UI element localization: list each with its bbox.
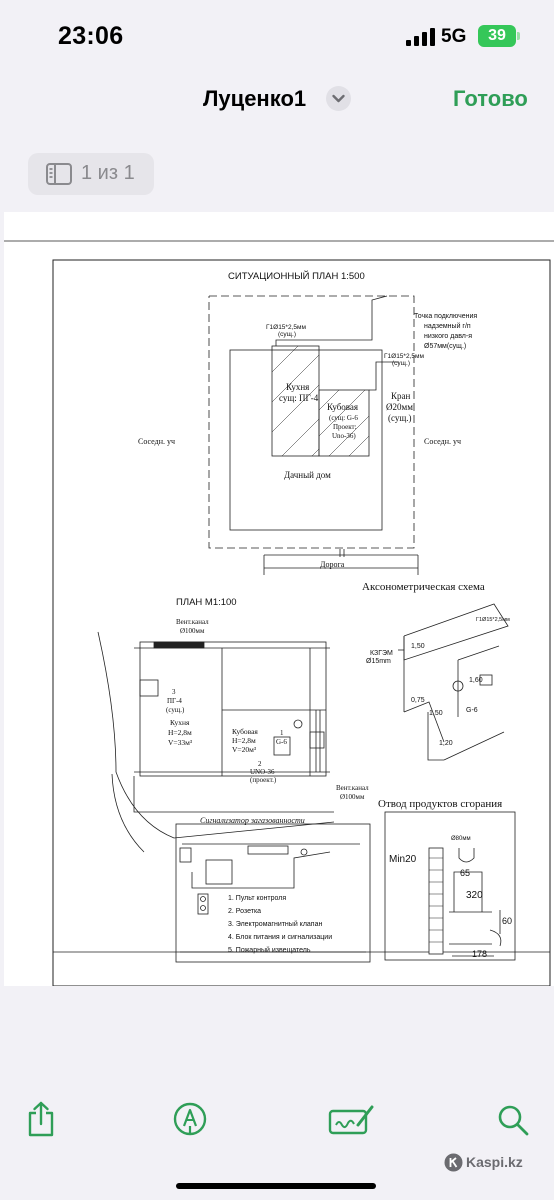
plot-boundary [208, 295, 415, 549]
markup-icon[interactable] [173, 1102, 207, 1136]
axo-pipe-label: Г1Ø15*2,5мм [476, 617, 510, 623]
boiler2-device: G-6 [276, 738, 287, 746]
document-title[interactable]: Луценко1 [203, 86, 307, 111]
status-time: 23:06 [58, 22, 124, 50]
exhaust-dim-178: 178 [472, 949, 487, 959]
kaspi-logo-icon [444, 1153, 463, 1172]
pipe-label-2b: (сущ.) [392, 360, 410, 367]
dim-160: 1,60 [469, 677, 483, 684]
exhaust-title: Отвод продуктов сгорания [378, 798, 502, 810]
battery-level: 39 [478, 25, 516, 47]
axo-g6-label: G-6 [466, 707, 478, 714]
drawing-frame [52, 259, 551, 986]
gas-alarm-title: Сигнализатор загазованности [200, 816, 305, 825]
legend-item-3: 3. Электромагнитный клапан [228, 920, 322, 928]
title-menu-button[interactable] [326, 86, 351, 111]
neighbor-left-label: Соседн. уч [138, 437, 175, 446]
dim-150b: 1,50 [429, 710, 443, 717]
house-outline [229, 349, 383, 531]
uno-sub: (проект.) [250, 776, 277, 784]
exhaust-detail [384, 811, 516, 961]
kitchen2-room: Кухня [170, 718, 190, 727]
vent-channel-2: Вент.канал [336, 784, 369, 792]
pipe-label-1b: (сущ.) [278, 331, 296, 338]
exhaust-min20: Min20 [389, 854, 417, 865]
legend-item-4: 4. Блок питания и сигнализации [228, 934, 332, 941]
legend-item-5: 5. Пожарный извещатель [228, 946, 311, 954]
uno-label: UNO-36 [250, 768, 275, 776]
boiler-sub-1: (сущ: G-6 [329, 414, 358, 422]
exhaust-d80: Ø80мм [451, 836, 471, 842]
kitchen-sub: сущ: ПГ-4 [279, 393, 319, 403]
kitchen2-sub: (сущ.) [166, 706, 185, 714]
connection-point-label: Точка подключения [414, 313, 477, 320]
axo-kzgem-label: КЗГЭМ [370, 650, 393, 657]
connection-point-label-4: Ø57мм(сущ.) [424, 343, 466, 350]
exhaust-dim-320: 320 [466, 890, 483, 901]
situational-plan-title: СИТУАЦИОННЫЙ ПЛАН 1:500 [228, 270, 365, 282]
vent-channel-1b: Ø100мм [180, 627, 205, 635]
gas-pipe-route [275, 295, 388, 346]
kitchen2-label: ПГ-4 [167, 697, 182, 705]
boiler-label: Кубовая [327, 402, 358, 412]
boiler2-device-num: 1 [280, 729, 284, 737]
legend-item-2: 2. Розетка [228, 908, 261, 915]
home-indicator[interactable] [176, 1183, 376, 1189]
battery-percent: 39 [488, 27, 506, 44]
boiler2-room: Кубовая [232, 727, 258, 736]
connection-point-label-2: надземный г/п [424, 322, 471, 330]
boiler2-volume: V=20м³ [232, 745, 257, 754]
document-page[interactable]: СИТУАЦИОННЫЙ ПЛАН 1:500 Точка подключени… [4, 212, 554, 986]
exhaust-dim-65: 65 [460, 868, 470, 878]
page-count-label: 1 из 1 [81, 162, 135, 184]
cellular-signal-icon [406, 28, 435, 46]
pipe-label-2: Г1Ø15*2,5мм [384, 353, 424, 360]
search-icon[interactable] [497, 1104, 529, 1136]
axonometric-title: Аксонометрическая схема [362, 581, 485, 593]
plan-title: ПЛАН М1:100 [176, 597, 237, 608]
dim-150a: 1,50 [411, 643, 425, 650]
uno-num: 2 [258, 760, 262, 768]
dim-120: 1,20 [439, 740, 453, 747]
pipe-label-1: Г1Ø15*2,5мм [266, 324, 306, 331]
signature-icon[interactable] [328, 1103, 376, 1135]
page-indicator-button[interactable]: 1 из 1 [28, 153, 154, 195]
technical-drawing: СИТУАЦИОННЫЙ ПЛАН 1:500 Точка подключени… [4, 240, 554, 986]
dim-075: 0,75 [411, 697, 425, 704]
boiler-sub-3: Uno-36) [332, 432, 356, 440]
boiler-room-area [318, 389, 370, 457]
vent-channel-2b: Ø100мм [340, 793, 365, 801]
share-icon[interactable] [26, 1101, 56, 1137]
connection-point-label-3: низкого давл-я [424, 333, 472, 340]
road-label: Дорога [320, 560, 345, 569]
kitchen2-num: 3 [172, 688, 176, 696]
axo-kzgem-sub: Ø15mm [366, 658, 391, 665]
kitchen2-height: H=2,8м [168, 728, 192, 737]
exhaust-dim-60: 60 [502, 916, 512, 926]
done-button[interactable]: Готово [453, 86, 528, 111]
kitchen-label: Кухня [286, 382, 309, 392]
boiler2-height: H=2,8м [232, 736, 256, 745]
network-type: 5G [441, 26, 467, 47]
valve-label: Кран [391, 391, 410, 401]
boiler-sub-2: Проект: [333, 423, 357, 431]
neighbor-right-label: Соседн. уч [424, 437, 461, 446]
vent-channel-1: Вент.канал [176, 618, 209, 626]
sidebar-icon [46, 163, 72, 185]
house-label: Дачный дом [284, 470, 331, 480]
kitchen2-volume: V=33м³ [168, 738, 193, 747]
floor-plan [97, 631, 335, 853]
legend-item-1: 1. Пульт контроля [228, 895, 286, 902]
chevron-down-icon [332, 94, 345, 103]
status-bar: 23:06 5G 39 [0, 0, 554, 70]
valve-sub-1: Ø20мм [386, 402, 413, 412]
valve-sub-2: (сущ.) [388, 413, 412, 423]
axonometric-scheme [398, 603, 509, 761]
gas-alarm-diagram [175, 823, 371, 963]
battery-tip [517, 32, 520, 40]
brand-watermark: Kaspi.kz [466, 1154, 523, 1170]
